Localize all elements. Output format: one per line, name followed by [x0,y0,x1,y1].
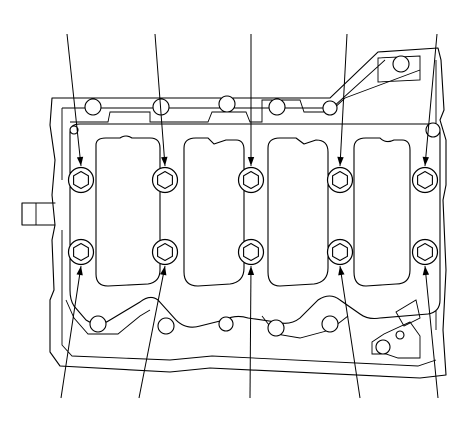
block-outer-outline [49,47,447,379]
bolt-upper [326,166,354,194]
perimeter-hole [89,315,107,333]
leader-line-bottom [424,265,439,399]
leader-line-top [154,33,166,167]
leader-line-top [339,33,348,167]
leader-lines [60,33,439,399]
bolt-lower [411,238,439,266]
perimeter-hole [375,339,391,355]
chamber-4 [353,137,411,287]
perimeter-hole [267,319,285,337]
perimeter-hole [84,98,102,116]
leader-line-bottom [339,265,361,399]
bottom-right-boss [371,299,421,359]
perimeter-holes [69,55,441,355]
bolt-lower [151,238,179,266]
leader-arrowhead [160,266,167,276]
leader-line-bottom [60,265,82,399]
perimeter-hole [395,330,405,340]
bolt-heads [67,166,439,266]
top-boss-pocket [377,55,421,83]
bolt-lower [237,238,265,266]
perimeter-hole [322,100,338,116]
leader-arrowhead [76,156,84,166]
bolt-lower [67,238,95,266]
perimeter-hole [321,315,339,333]
leader-arrowhead [161,156,168,166]
chamber-2 [183,137,245,287]
perimeter-hole [425,122,441,138]
perimeter-hole [69,125,79,135]
bolt-lower [326,238,354,266]
bolt-hex-head [157,242,173,262]
leader-arrowhead [247,157,255,166]
gasket-plate [69,123,441,328]
bolt-upper [411,166,439,194]
perimeter-hole [392,55,410,73]
bolt-upper [151,166,179,194]
leader-line-bottom [249,265,252,399]
leader-arrowhead [338,266,345,276]
bolt-hex-head [73,242,89,262]
upper-gasket-edge [70,69,421,123]
perimeter-hole [268,98,286,116]
leader-line-bottom [138,265,166,399]
shaft-stub [21,202,56,226]
bolt-hex-head [243,242,259,262]
leader-arrowhead [76,266,83,276]
bolt-hex-head [417,170,433,190]
leader-line-top [66,33,82,167]
bolt-hex-head [157,170,173,190]
perimeter-hole [157,317,175,335]
bolt-upper [237,166,265,194]
leader-line-top [424,33,438,167]
chamber-3 [267,137,329,287]
chamber-1 [95,135,161,287]
leader-arrowhead [247,266,255,275]
bolt-upper [67,166,95,194]
perimeter-hole [218,316,234,332]
leader-arrowhead [422,156,429,166]
perimeter-hole [218,95,236,113]
bolt-hex-head [332,170,348,190]
bolt-hex-head [417,242,433,262]
leader-arrowhead [422,266,430,276]
bolt-hex-head [243,170,259,190]
bolt-hex-head [73,170,89,190]
bolt-hex-head [332,242,348,262]
leader-arrowhead [337,156,344,166]
